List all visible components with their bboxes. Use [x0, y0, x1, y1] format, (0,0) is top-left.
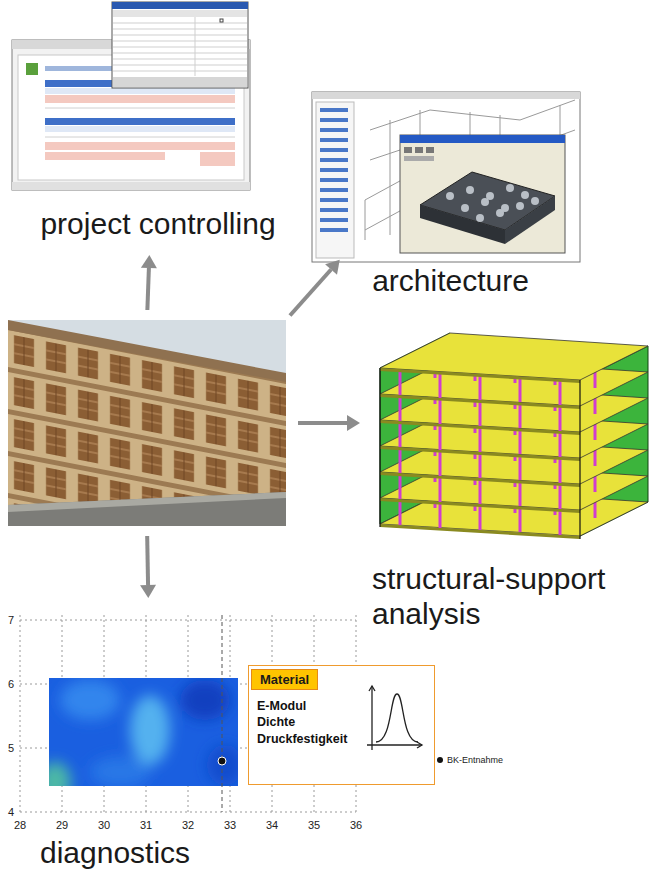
axis-tick: 4	[0, 805, 14, 819]
axis-tick: 35	[302, 818, 326, 832]
axis-tick: 34	[260, 818, 284, 832]
connector-line	[298, 421, 347, 425]
axis-tick: 28	[8, 818, 32, 832]
axis-tick: 29	[50, 818, 74, 832]
arrow-connector	[298, 415, 360, 431]
arrowhead	[140, 585, 156, 598]
image-caption-box: project controlling	[5, 0, 311, 245]
material-box: MaterialE-ModulDichteDruckfestigkeit	[248, 665, 435, 785]
arrowhead	[141, 255, 157, 268]
connector-line	[147, 268, 149, 310]
property-name: E-Modul	[257, 698, 434, 714]
arrowhead	[347, 415, 360, 431]
image-caption-box: structural-support analysis	[372, 330, 658, 635]
caption: diagnostics	[40, 836, 536, 871]
caption: architecture	[310, 264, 591, 299]
axis-tick: 33	[218, 818, 242, 832]
panel-heading: Material	[251, 669, 318, 690]
arrow-connector	[141, 255, 157, 310]
structural-model	[380, 333, 648, 539]
caption: project controlling	[5, 207, 311, 242]
arrow-connector	[290, 260, 340, 316]
arrow-connector	[140, 536, 156, 598]
axis-tick: 6	[0, 677, 14, 691]
photo-box	[8, 320, 286, 526]
property-name: Dichte	[257, 714, 434, 730]
arrowhead	[325, 260, 340, 275]
axis-tick: 7	[0, 613, 14, 627]
axis-tick: 5	[0, 741, 14, 755]
property-name: Druckfestigkeit	[257, 731, 434, 747]
axis-tick: 32	[176, 818, 200, 832]
building-photo	[8, 320, 286, 526]
connector-line	[145, 536, 150, 585]
image-caption-box: diagnostics MaterialE-ModulDichteDruckfes…	[0, 608, 536, 874]
legend-note: BK-Entnahme	[447, 753, 503, 767]
caption: structural-support analysis	[372, 562, 658, 631]
axis-tick: 36	[344, 818, 368, 832]
axis-tick: 30	[92, 818, 116, 832]
image-caption-box: architecture	[310, 90, 591, 302]
axis-tick: 31	[134, 818, 158, 832]
diagnostics-chart	[20, 615, 443, 812]
controlling-screenshot	[12, 2, 250, 190]
architecture-screenshot	[312, 92, 580, 262]
connector-line	[290, 270, 331, 316]
